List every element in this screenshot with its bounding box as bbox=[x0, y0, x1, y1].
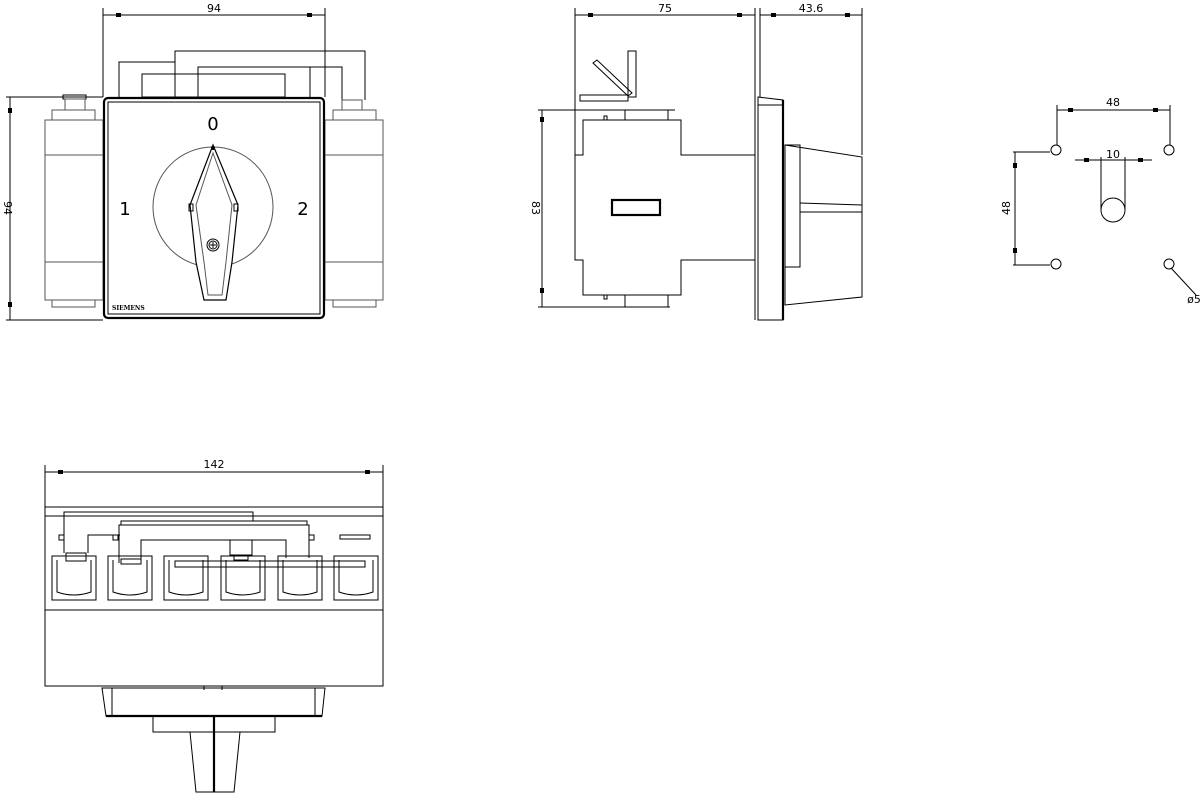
side-view: 75 43.6 83 bbox=[529, 2, 863, 321]
bottom-width-dimension: 142 bbox=[44, 458, 384, 507]
side-depth-dimension: 75 bbox=[574, 2, 756, 155]
knob-depth-label: 43.6 bbox=[799, 2, 824, 15]
faceplate bbox=[102, 96, 326, 320]
bottom-view: 142 bbox=[44, 458, 384, 793]
rotary-handle[interactable] bbox=[188, 143, 239, 301]
screw-icon bbox=[206, 238, 220, 252]
front-height-label: 94 bbox=[1, 201, 14, 215]
side-height-dimension: 83 bbox=[529, 109, 675, 308]
handle-side bbox=[189, 731, 241, 793]
horizontal-spacing-label: 48 bbox=[1106, 96, 1120, 109]
vertical-spacing-label: 48 bbox=[1000, 201, 1013, 215]
knob-depth-dimension: 43.6 bbox=[759, 2, 863, 155]
hole-diameter-label: ø5 bbox=[1187, 293, 1200, 306]
shaft-hole bbox=[1100, 197, 1126, 223]
position-2-label: 2 bbox=[297, 199, 308, 220]
mounting-hole bbox=[1163, 258, 1175, 270]
mounting-hole bbox=[1050, 144, 1062, 156]
position-0-label: 0 bbox=[207, 114, 218, 135]
terminal-row bbox=[51, 555, 379, 601]
slot-width-label: 10 bbox=[1106, 148, 1120, 161]
side-height-label: 83 bbox=[529, 201, 542, 215]
front-width-dimension: 94 bbox=[102, 2, 326, 97]
mounting-hole bbox=[1163, 144, 1175, 156]
brand-logo: SIEMENS bbox=[112, 305, 145, 312]
position-1-label: 1 bbox=[119, 199, 130, 220]
front-width-label: 94 bbox=[207, 2, 221, 15]
side-depth-label: 75 bbox=[658, 2, 672, 15]
bottom-width-label: 142 bbox=[204, 458, 225, 471]
drilling-pattern: 48 48 10 ø5 bbox=[1000, 96, 1200, 306]
front-view: 94 94 0 1 2 bbox=[1, 2, 384, 321]
front-height-dimension: 94 bbox=[1, 96, 103, 321]
mounting-hole bbox=[1050, 258, 1062, 270]
